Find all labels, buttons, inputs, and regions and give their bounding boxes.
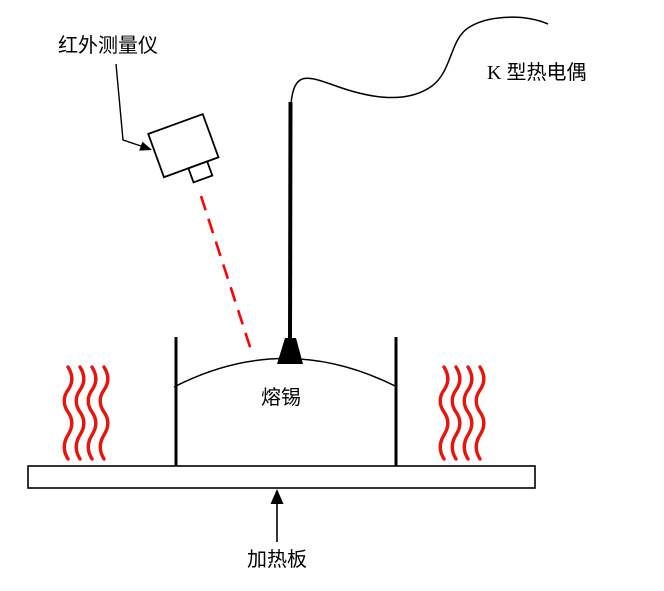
infrared-meter-nozzle (187, 160, 214, 184)
infrared-meter-label: 红外测量仪 (58, 34, 158, 57)
heating-plate-pointer (270, 489, 284, 542)
heat-wave-icon (474, 365, 486, 461)
molten-tin-label: 熔锡 (261, 386, 301, 409)
thermocouple-wire (290, 16, 549, 105)
thermocouple-label: K 型热电偶 (487, 61, 586, 84)
infrared-meter-device (147, 112, 220, 184)
probe-tip-icon (277, 338, 303, 364)
thermocouple-probe (288, 101, 293, 345)
heat-wave-icon (98, 365, 110, 461)
pointer-arrowhead-icon (270, 489, 284, 504)
heating-plate-label: 加热板 (247, 548, 307, 571)
laser-beam (199, 195, 254, 354)
heat-wave-icon (62, 365, 74, 461)
leader-arrowhead-icon (139, 141, 152, 151)
infrared-leader-arrow (115, 63, 152, 151)
heat-wave-icon (438, 365, 450, 461)
leader-line (115, 63, 142, 147)
heat-waves-right (438, 365, 486, 461)
heat-wave-icon (86, 365, 98, 461)
heating-plate (27, 465, 536, 489)
solder-dome (173, 357, 398, 388)
heat-wave-icon (74, 365, 86, 461)
heat-waves-left (62, 365, 110, 461)
heat-wave-icon (462, 365, 474, 461)
heat-wave-icon (450, 365, 462, 461)
